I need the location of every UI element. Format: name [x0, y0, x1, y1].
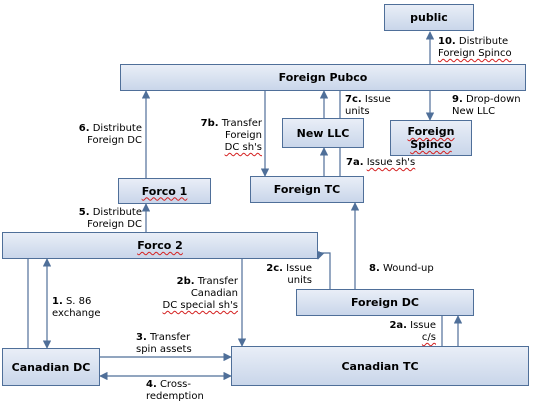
node-canadian-tc: Canadian TC: [231, 346, 529, 386]
node-foreign-dc: Foreign DC: [296, 289, 474, 316]
arrow-2c-head: [316, 250, 325, 260]
label-step-7b: 7b. Transfer Foreign DC sh's: [200, 118, 262, 153]
label-step-2b: 2b. Transfer Canadian DC special sh's: [162, 276, 238, 311]
label-step-5: 5. Distribute Foreign DC: [78, 207, 142, 230]
label-step-7a: 7a. Issue sh's: [346, 157, 416, 168]
node-canadian-dc: Canadian DC: [2, 348, 100, 386]
node-new-llc: New LLC: [282, 118, 364, 148]
label-step-10: 10. Distribute Foreign Spinco: [438, 36, 512, 59]
label-step-2a: 2a. Issue c/s: [389, 320, 436, 343]
label-step-2c: 2c. Issue units: [266, 263, 312, 286]
label-step-3: 3. Transfer spin assets: [136, 332, 192, 355]
node-foreign-pubco: Foreign Pubco: [120, 64, 526, 91]
node-forco2: Forco 2: [2, 232, 318, 259]
node-forco1: Forco 1: [118, 178, 211, 204]
label-step-6: 6. Distribute Foreign DC: [78, 123, 142, 146]
node-public: public: [384, 4, 474, 31]
label-step-8: 8. Wound-up: [369, 263, 434, 274]
node-foreign-spinco: Foreign Spinco: [390, 120, 472, 156]
label-step-7c: 7c. Issue units: [345, 94, 391, 117]
label-step-1: 1. S. 86 exchange: [52, 296, 101, 319]
node-foreign-tc: Foreign TC: [250, 176, 364, 203]
label-step-9: 9. Drop-down New LLC: [452, 94, 521, 117]
label-step-4: 4. Cross- redemption: [146, 379, 204, 402]
arrow-2c: [320, 252, 331, 289]
